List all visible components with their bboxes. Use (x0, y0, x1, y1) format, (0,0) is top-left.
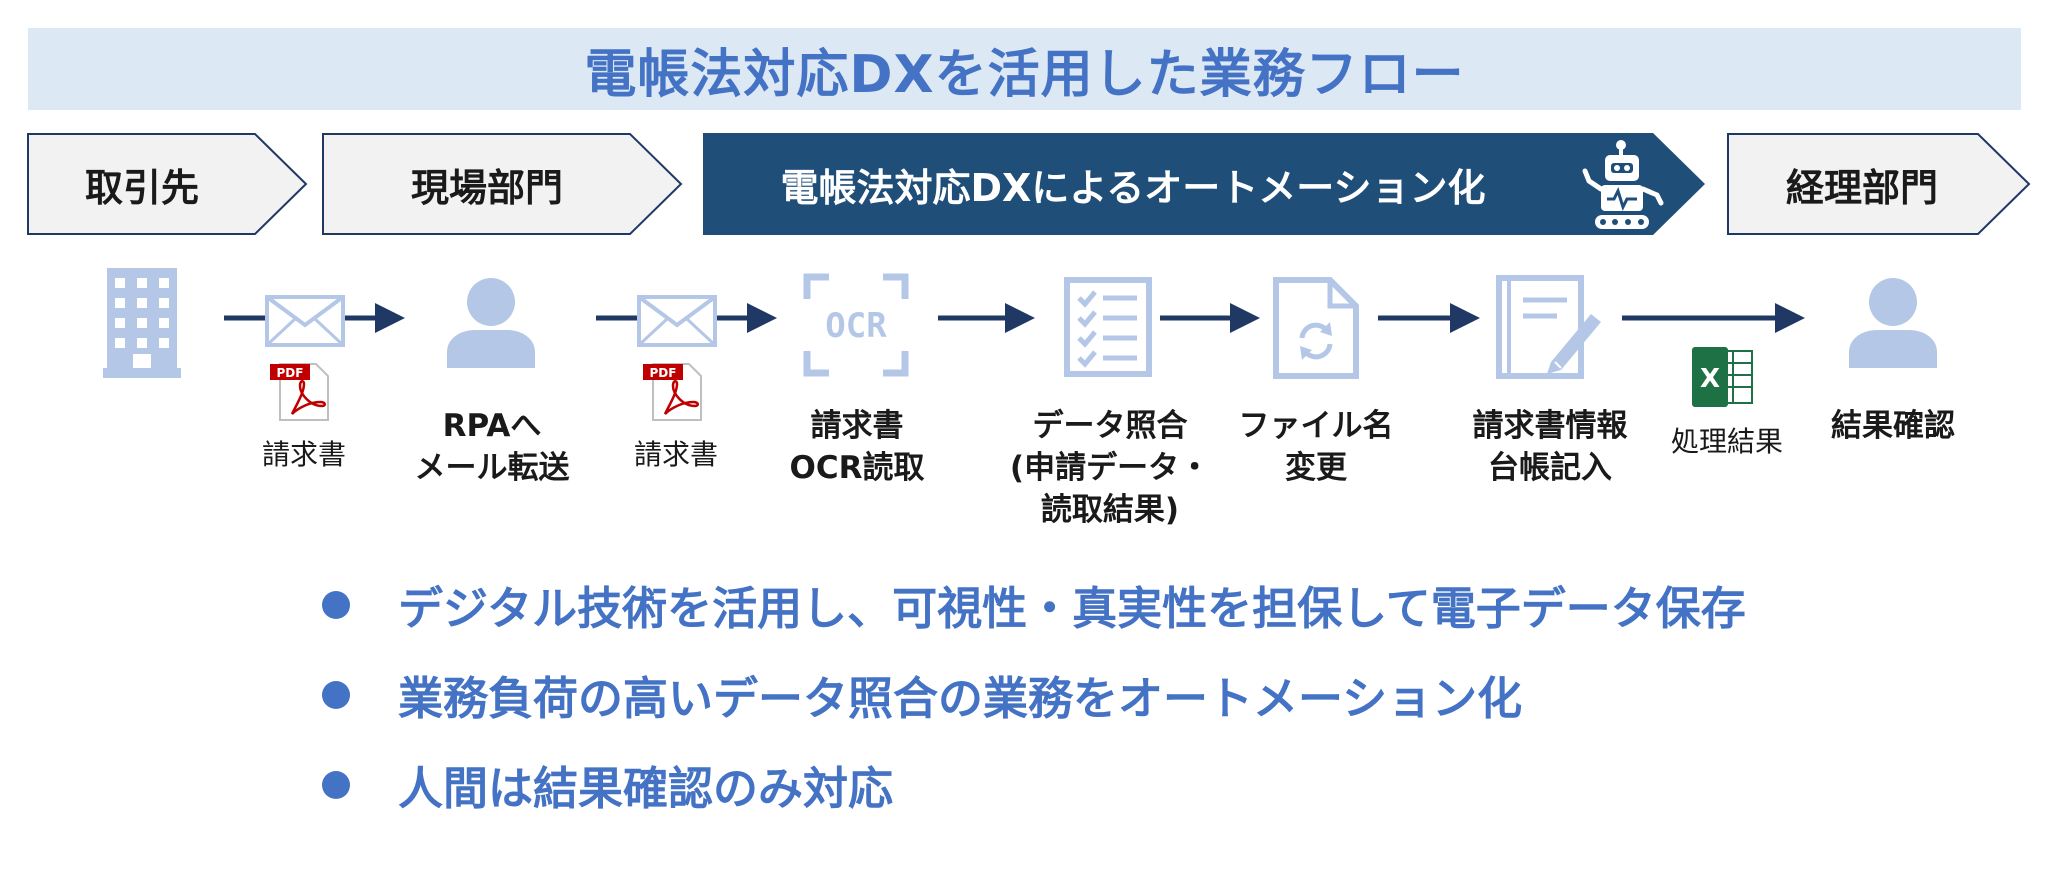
step-confirm: 結果確認 (1798, 405, 1988, 447)
bullet-text: 業務負荷の高いデータ照合の業務をオートメーション化 (398, 672, 1523, 725)
excel-icon-label: X (1700, 364, 1720, 394)
pdf-icon-label: PDF (650, 366, 677, 380)
file-refresh-icon (1272, 276, 1360, 380)
doc-label-result: 処理結果 (1670, 425, 1783, 458)
checklist-icon (1063, 276, 1153, 378)
lane-label-supplier: 取引先 (84, 165, 199, 210)
bullet-item: 人間は結果確認のみ対応 (322, 752, 893, 817)
chevron-shape (703, 133, 1705, 235)
step-line: ファイル名 (1238, 408, 1394, 444)
building-icon (103, 262, 181, 378)
lane-label-accounting: 経理部門 (1785, 165, 1938, 210)
lane-supplier: 取引先 (27, 133, 308, 235)
pdf-icon-label: PDF (277, 366, 304, 380)
step-line: RPAへ (442, 408, 542, 444)
ocr-scan-icon: OCR (803, 273, 909, 377)
step-line: 請求書 (810, 408, 904, 444)
person-icon (1849, 276, 1937, 368)
step-rename: ファイル名 変更 (1221, 405, 1411, 489)
lane-label-field-dept: 現場部門 (410, 165, 563, 210)
bullet-text: デジタル技術を活用し、可視性・真実性を担保して電子データ保存 (398, 582, 1746, 635)
step-ocr-read: 請求書 OCR読取 (757, 405, 957, 489)
chevron-shape (27, 133, 308, 235)
title-banner: 電帳法対応DXを活用した業務フロー (28, 28, 2021, 110)
pdf-icon: PDF (643, 362, 705, 422)
chevron-shape (1727, 133, 2031, 235)
lane-automation: 電帳法対応DXによるオートメーション化 (703, 133, 1705, 235)
lane-field-dept: 現場部門 (322, 133, 683, 235)
bullet-dot (322, 770, 350, 799)
step-line: OCR読取 (789, 450, 925, 486)
doc-label-invoice-2: 請求書 (633, 438, 718, 471)
bullet-text: 人間は結果確認のみ対応 (398, 762, 894, 815)
step-rpa-mail: RPAへ メール転送 (392, 405, 592, 489)
step-ledger: 請求書情報 台帳記入 (1445, 405, 1655, 489)
step-data-match: データ照合 (申請データ・ 読取結果) (1005, 405, 1215, 531)
step-line: 変更 (1285, 450, 1347, 486)
step-line: 読取結果) (1040, 492, 1180, 528)
bullet-item: 業務負荷の高いデータ照合の業務をオートメーション化 (322, 662, 1522, 727)
doc-label-invoice-1: 請求書 (261, 438, 346, 471)
robot-icon (1581, 137, 1671, 231)
pdf-icon: PDF (270, 362, 332, 422)
bullet-item: デジタル技術を活用し、可視性・真実性を担保して電子データ保存 (322, 572, 1746, 637)
step-line: データ照合 (1032, 408, 1188, 444)
step-line: 台帳記入 (1488, 450, 1612, 486)
excel-icon: X (1690, 347, 1754, 407)
lane-accounting: 経理部門 (1727, 133, 2031, 235)
step-line: メール転送 (414, 450, 570, 486)
step-line: 結果確認 (1831, 408, 1955, 444)
page-title: 電帳法対応DXを活用した業務フロー (584, 44, 1465, 105)
bullet-dot (322, 590, 350, 619)
chevron-shape (322, 133, 683, 235)
step-line: 請求書情報 (1472, 408, 1628, 444)
ocr-icon-label: OCR (825, 306, 887, 346)
ledger-pen-icon (1495, 274, 1605, 380)
lane-label-automation: 電帳法対応DXによるオートメーション化 (780, 165, 1486, 210)
envelope-icon (637, 295, 717, 347)
person-icon (447, 276, 535, 368)
step-line: (申請データ・ (1009, 450, 1211, 486)
bullet-dot (322, 680, 350, 709)
envelope-icon (265, 295, 345, 347)
